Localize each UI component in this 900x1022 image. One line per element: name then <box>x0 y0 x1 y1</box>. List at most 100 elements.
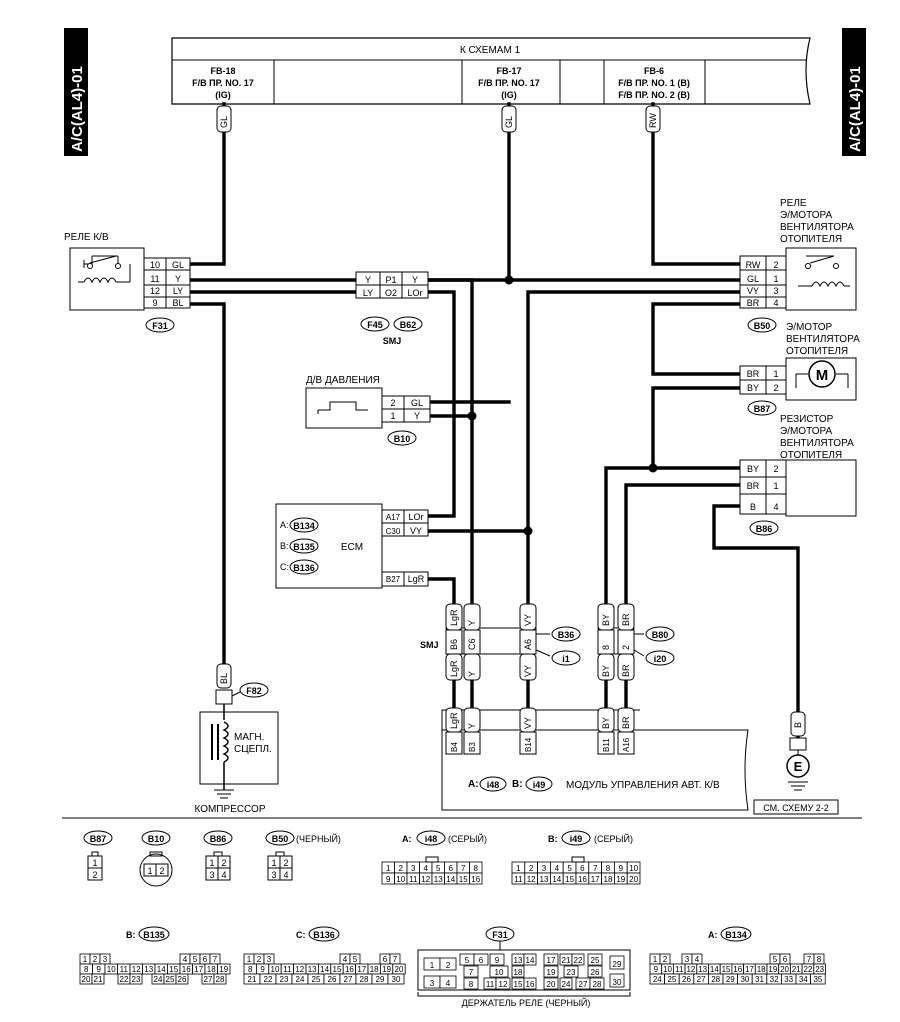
svg-text:2: 2 <box>390 398 395 408</box>
legend-pin: 10 <box>495 968 504 977</box>
legend-pin: 4 <box>343 955 348 964</box>
legend-pin: 26 <box>178 975 187 984</box>
smj-wire-bottom: BR <box>621 664 631 677</box>
wire-tag-gl-2: GL <box>501 105 517 133</box>
svg-text:1: 1 <box>271 858 276 868</box>
svg-text:B4: B4 <box>450 742 459 752</box>
svg-text:(ЧЕРНЫЙ): (ЧЕРНЫЙ) <box>296 833 341 844</box>
legend-pin: 8 <box>606 864 611 873</box>
fuse-box: К СХЕМАМ 1 FB-18 F/B ПР. NO. 17 (IG) FB-… <box>171 37 811 105</box>
legend: B87 1 2 B10 1 2 B86 1 2 3 4 B50 (ЧЕРНЫЙ)… <box>79 830 826 1008</box>
svg-text:10: 10 <box>150 260 160 270</box>
legend-pin: 1 <box>83 955 88 964</box>
svg-text:VY: VY <box>410 526 422 536</box>
wire-tag-rw: RW <box>645 105 661 133</box>
legend-pin: 3 <box>685 955 690 964</box>
legend-pin: 14 <box>552 875 561 884</box>
legend-pin: 34 <box>799 975 808 984</box>
legend-pin: 1 <box>386 864 391 873</box>
fuse-fb6: FB-6 <box>644 66 664 76</box>
legend-pin: 4 <box>555 864 560 873</box>
fan-resistor: РЕЗИСТОР Э/МОТОРА ВЕНТИЛЯТОРА ОТОПИТЕЛЯ … <box>739 414 857 536</box>
svg-text:1: 1 <box>209 858 214 868</box>
legend-pin: 14 <box>157 965 166 974</box>
legend-pin: 19 <box>547 968 556 977</box>
legend-pin: 14 <box>710 965 719 974</box>
compressor-title: КОМПРЕССОР <box>194 804 265 815</box>
svg-text:F/B ПР. NO. 17: F/B ПР. NO. 17 <box>192 78 254 88</box>
smj-top: Y LY P1 O2 Y LOr F45 B62 SMJ <box>355 271 429 346</box>
svg-text:LOr: LOr <box>407 288 422 298</box>
svg-text:4: 4 <box>773 502 778 512</box>
svg-text:СЦЕПЛ.: СЦЕПЛ. <box>234 744 272 755</box>
connector-b80: B80 <box>652 630 669 640</box>
legend-pin: 15 <box>333 965 342 974</box>
svg-text:Y: Y <box>467 723 477 729</box>
svg-text:RW: RW <box>648 113 658 128</box>
ecm-ref-b136: B136 <box>293 563 315 573</box>
svg-text:BY: BY <box>747 383 759 393</box>
connector-f45: F45 <box>367 320 383 330</box>
legend-pin: 22 <box>574 956 583 965</box>
svg-text:B11: B11 <box>602 738 611 752</box>
legend-f31: F31 <box>492 930 508 940</box>
svg-text:BR: BR <box>621 716 631 729</box>
svg-text:11: 11 <box>150 274 159 284</box>
svg-text:ВЕНТИЛЯТОРА: ВЕНТИЛЯТОРА <box>786 334 860 345</box>
svg-text:BY: BY <box>747 464 759 474</box>
legend-pin: 2 <box>529 864 534 873</box>
svg-text:2: 2 <box>773 464 778 474</box>
svg-text:4: 4 <box>221 870 226 880</box>
wire-tag-gl-1: GL <box>216 105 232 133</box>
connector-f82: F82 <box>246 686 262 696</box>
svg-text:GL: GL <box>172 260 184 270</box>
svg-text:A:: A: <box>280 520 289 530</box>
legend-b136: B136 <box>313 930 335 940</box>
legend-pin: 11 <box>120 965 129 974</box>
legend-pin: 2 <box>446 961 451 970</box>
legend-pin: 2 <box>257 955 262 964</box>
legend-pin: 11 <box>675 965 684 974</box>
smj-wire-top: Y <box>467 620 477 626</box>
legend-pin: 7 <box>213 955 218 964</box>
legend-pin: 30 <box>392 975 401 984</box>
svg-text:РЕЛЕ: РЕЛЕ <box>780 198 807 209</box>
legend-pin: 6 <box>580 864 585 873</box>
legend-pin: 12 <box>499 980 508 989</box>
legend-pin: 5 <box>436 864 441 873</box>
svg-text:2: 2 <box>92 870 97 880</box>
legend-pin: 5 <box>773 955 778 964</box>
svg-text:F/B ПР. NO. 1 (B): F/B ПР. NO. 1 (B) <box>618 78 690 88</box>
svg-text:РЕЗИСТОР: РЕЗИСТОР <box>780 414 834 425</box>
legend-pin: 13 <box>698 965 707 974</box>
svg-text:A:: A: <box>708 930 718 940</box>
legend-pin: 15 <box>169 965 178 974</box>
legend-pin: 7 <box>807 955 812 964</box>
legend-pin: 21 <box>248 975 257 984</box>
svg-text:B: B <box>793 722 803 728</box>
legend-pin: 17 <box>591 875 600 884</box>
legend-pin: 4 <box>446 979 451 988</box>
legend-pin: 7 <box>469 968 474 977</box>
ecm-title: ECM <box>341 542 363 553</box>
legend-pin: 23 <box>567 968 576 977</box>
legend-pin: 28 <box>216 975 225 984</box>
legend-pin: 6 <box>479 956 484 965</box>
legend-pin: 19 <box>616 875 625 884</box>
legend-pin: 3 <box>103 955 108 964</box>
svg-text:BR: BR <box>747 481 760 491</box>
legend-pin: 24 <box>653 975 662 984</box>
svg-text:4: 4 <box>773 298 778 308</box>
fan-motor: Э/МОТОР ВЕНТИЛЯТОРА ОТОПИТЕЛЯ BR BY 1 2 … <box>739 322 860 416</box>
legend-pin: 28 <box>360 975 369 984</box>
side-label-right: A/C(AL4)-01 <box>842 28 866 156</box>
legend-pin: 23 <box>815 965 824 974</box>
svg-text:4: 4 <box>283 870 288 880</box>
svg-text:BY: BY <box>601 717 611 729</box>
legend-pin: 6 <box>203 955 208 964</box>
